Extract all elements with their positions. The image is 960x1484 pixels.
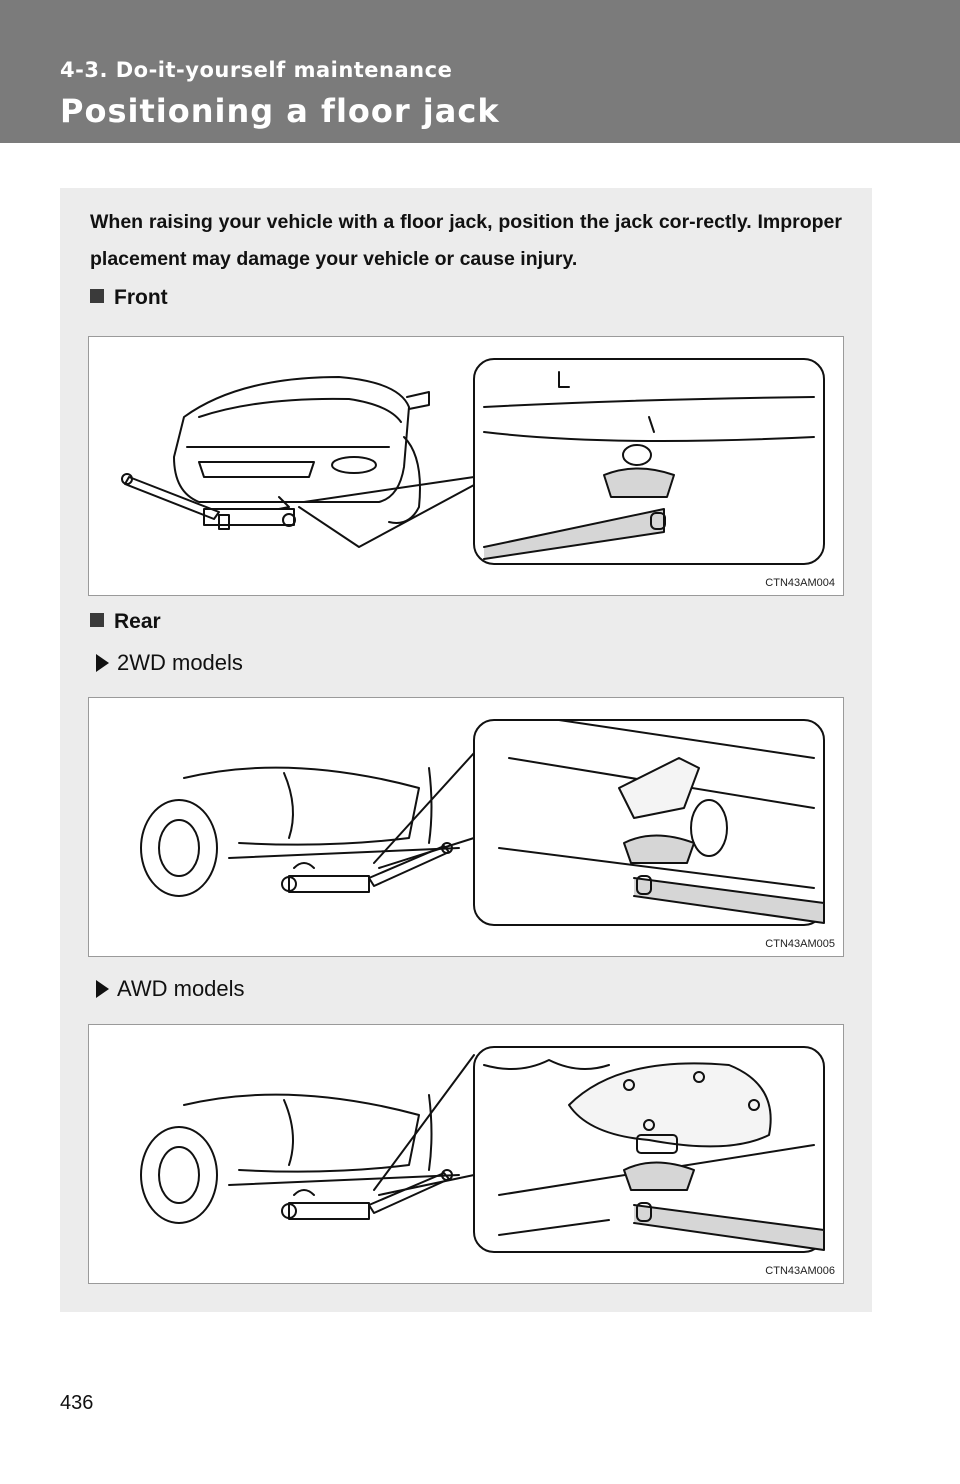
rear-awd-jack-illustration	[140, 1046, 825, 1253]
subheading-awd-label: AWD models	[117, 976, 245, 1001]
heading-front: Front	[90, 286, 168, 310]
triangle-bullet-icon	[96, 980, 109, 998]
figure-code: CTN43AM004	[765, 577, 835, 589]
figure-code: CTN43AM005	[765, 938, 835, 950]
figure-rear-awd: CTN43AM006	[88, 1024, 844, 1284]
square-bullet-icon	[90, 289, 104, 303]
header-bar: 4-3. Do-it-yourself maintenance Position…	[0, 0, 960, 143]
heading-rear: Rear	[90, 610, 161, 634]
figure-rear-2wd: CTN43AM005	[88, 697, 844, 957]
front-jack-illustration	[121, 358, 825, 565]
intro-paragraph: When raising your vehicle with a floor j…	[90, 211, 842, 270]
figure-code: CTN43AM006	[765, 1265, 835, 1277]
subheading-2wd: 2WD models	[96, 650, 243, 676]
square-bullet-icon	[90, 613, 104, 627]
rear-2wd-jack-illustration	[140, 719, 825, 926]
page-title: Positioning a floor jack	[60, 92, 500, 130]
page-number: 436	[60, 1392, 94, 1414]
heading-rear-label: Rear	[114, 610, 161, 633]
subheading-awd: AWD models	[96, 976, 245, 1002]
section-title: 4-3. Do-it-yourself maintenance	[60, 58, 453, 82]
figure-front: CTN43AM004	[88, 336, 844, 596]
triangle-bullet-icon	[96, 654, 109, 672]
subheading-2wd-label: 2WD models	[117, 650, 243, 675]
heading-front-label: Front	[114, 286, 168, 309]
